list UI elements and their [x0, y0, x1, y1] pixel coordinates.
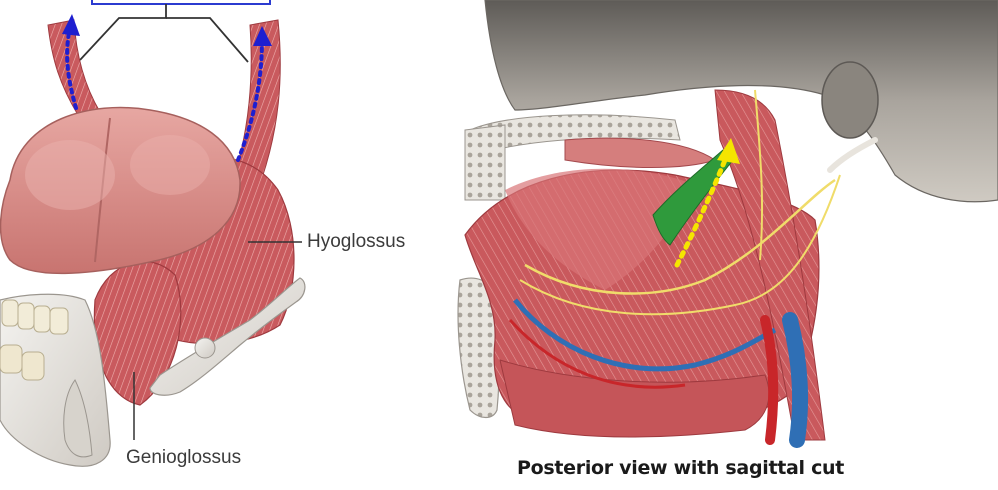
pointer-line-left [79, 4, 167, 61]
figure-caption: Posterior view with sagittal cut [517, 457, 845, 479]
artery-branch [508, 318, 686, 389]
pointer-line-right [166, 17, 249, 63]
hyoid-tubercle [194, 337, 216, 359]
blue-arrowhead-right [253, 26, 272, 46]
blue-arrow-left [65, 26, 78, 110]
jugular-vein [782, 312, 809, 448]
nerve-1 [524, 178, 836, 295]
sagittal-view-drawing [457, 0, 998, 448]
yellow-arrow [674, 157, 728, 268]
soft-palate [564, 137, 717, 168]
styloid-process [827, 137, 878, 173]
hard-palate [469, 114, 681, 156]
vein-branch [513, 298, 777, 372]
lower-teeth [0, 299, 69, 381]
tongue-highlight [25, 140, 115, 210]
hyoglossus-label: Hyoglossus [307, 231, 406, 252]
tongue-muscles-illustration: Hyoglossus Genioglossus [0, 0, 445, 490]
hyoid-bone [149, 277, 306, 396]
maxilla-section [464, 124, 506, 201]
nerve-3 [754, 89, 764, 261]
genioglossus-label: Genioglossus [126, 447, 242, 468]
carotid-artery [760, 315, 779, 445]
mastoid-process [821, 61, 879, 139]
mandible-cut-surface [63, 379, 93, 458]
sagittal-view-illustration [445, 0, 998, 490]
tongue-highlight-right [130, 135, 210, 195]
blue-arrowhead-left [62, 14, 80, 36]
yellow-arrowhead [717, 138, 740, 164]
label-box [91, 0, 271, 5]
tongue-dorsum [505, 168, 695, 290]
skull-base [484, 0, 998, 203]
blue-arrow-right [236, 38, 264, 162]
tongue-muscles-drawing [0, 0, 306, 467]
nerve-2 [519, 174, 841, 316]
